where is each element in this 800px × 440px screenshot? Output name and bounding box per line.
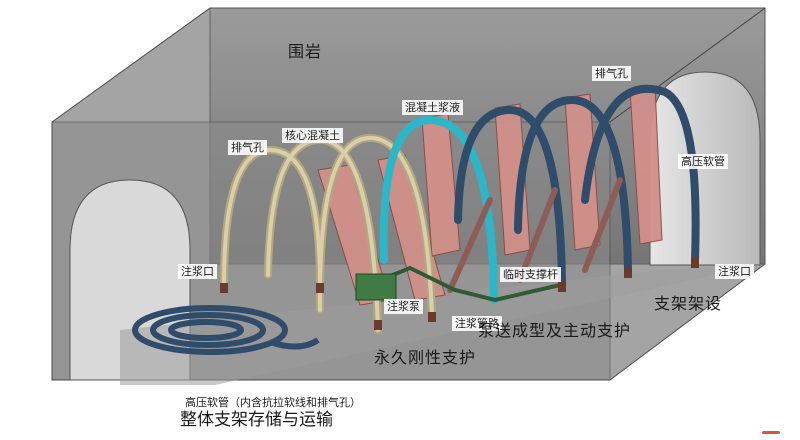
label-grout-port-right: 注浆口	[715, 264, 754, 279]
temp-strut	[582, 177, 623, 273]
temp-strut	[447, 197, 493, 293]
label-pumping-support: 泵送成型及主动支护	[478, 321, 632, 340]
label-concrete-slurry: 混凝土浆液	[402, 100, 463, 115]
label-temp-strut: 临时支撑杆	[500, 267, 561, 282]
label-permanent-support: 永久刚性支护	[374, 348, 477, 367]
arch-filled	[454, 105, 566, 289]
label-grout-port-left: 注浆口	[178, 264, 217, 279]
support-plate	[421, 113, 461, 257]
label-vent-hole-right: 排气孔	[592, 66, 631, 81]
temp-strut	[517, 187, 558, 283]
arch-filled	[514, 95, 632, 274]
grout-ports	[220, 258, 699, 330]
temporary-struts	[447, 177, 623, 293]
label-surrounding-rock: 围岩	[288, 42, 323, 61]
label-hp-hose-coil: 高压软管（内含抗拉软线和排气孔）	[185, 396, 361, 409]
corner-mark	[762, 431, 780, 434]
grout-pump	[355, 273, 397, 301]
label-grout-pipeline: 注浆管路	[452, 316, 502, 331]
label-core-concrete: 核心混凝土	[282, 128, 343, 143]
label-vent-hole-left: 排气孔	[228, 140, 267, 155]
filled-arches	[454, 84, 700, 289]
coiled-hose	[132, 305, 320, 355]
arch-filled	[581, 84, 700, 264]
support-plate	[564, 93, 601, 251]
label-storage-transport: 整体支架存储与运输	[180, 410, 333, 430]
label-support-erection: 支架架设	[654, 294, 723, 313]
tunnel-floor	[120, 265, 760, 385]
label-hp-hose-right: 高压软管	[678, 154, 728, 169]
label-grout-pump: 注浆泵	[384, 299, 423, 314]
grout-pipeline	[379, 265, 561, 303]
